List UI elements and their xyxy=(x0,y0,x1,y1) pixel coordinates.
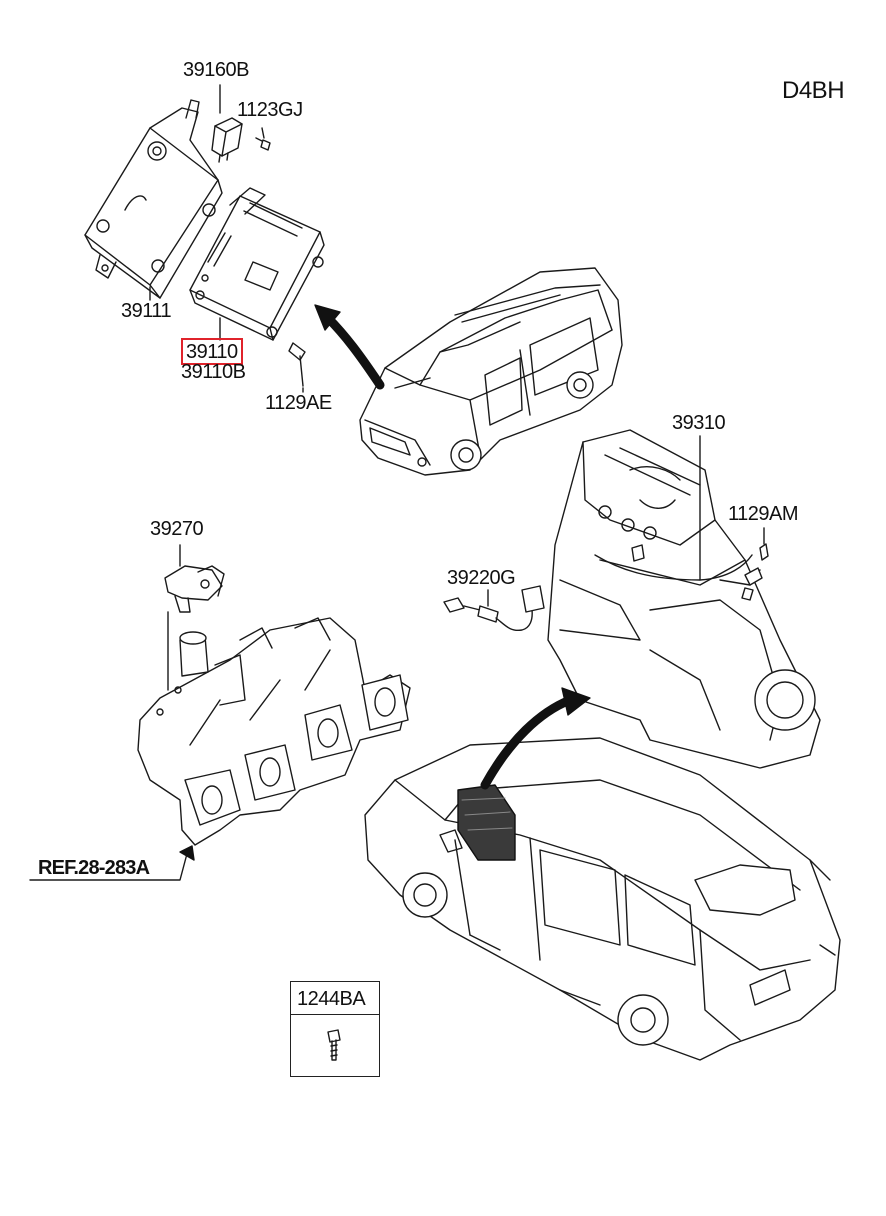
part-label-bracket[interactable]: 39111 xyxy=(121,300,172,322)
part-label-bolt-am[interactable]: 1129AM xyxy=(728,503,799,525)
box-bolt xyxy=(328,1030,340,1060)
ecu-unit xyxy=(190,188,324,340)
part-box-1244ba xyxy=(290,981,380,1077)
engine-code: D4BH xyxy=(782,77,845,104)
o2-sensor xyxy=(444,586,544,630)
part-label-map-sensor[interactable]: 39270 xyxy=(150,518,204,540)
top-vehicle xyxy=(360,268,622,475)
ecu-bracket xyxy=(85,100,222,298)
part-label-relay-screw[interactable]: 1123GJ xyxy=(237,99,303,121)
part-label-box-bolt[interactable]: 1244BA xyxy=(297,988,366,1010)
engine-block xyxy=(548,430,820,768)
bolt-1129am xyxy=(760,528,768,560)
map-sensor xyxy=(165,545,224,612)
relay xyxy=(212,85,242,162)
part-label-wiring[interactable]: 39310 xyxy=(672,412,726,434)
part-label-ecu-bolt[interactable]: 1129AE xyxy=(265,392,332,414)
bottom-vehicle xyxy=(365,738,840,1060)
part-label-ecu-alt[interactable]: 39110B xyxy=(181,361,246,383)
ref-arrow xyxy=(30,846,194,880)
intake-manifold xyxy=(138,612,410,845)
part-label-ecu-highlighted[interactable]: 39110 xyxy=(181,338,243,365)
screw-1123gj xyxy=(256,128,270,150)
part-label-o2-sensor[interactable]: 39220G xyxy=(447,567,516,589)
bolt-1129ae xyxy=(289,343,305,392)
part-label-relay[interactable]: 39160B xyxy=(183,59,249,81)
part-box-header xyxy=(291,982,379,1015)
reference-label[interactable]: REF.28-283A xyxy=(38,857,150,879)
